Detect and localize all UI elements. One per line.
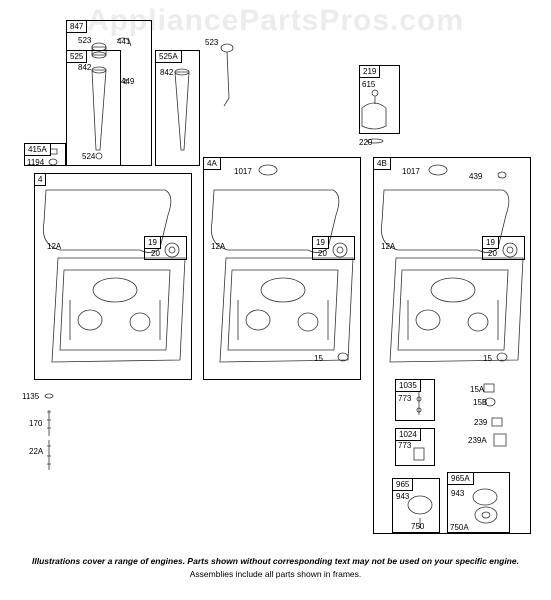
footer-disclaimer: Illustrations cover a range of engines. … bbox=[32, 556, 519, 566]
part-label: 615 bbox=[362, 80, 376, 89]
part-label: 441 bbox=[117, 37, 131, 46]
part-label: 239 bbox=[474, 418, 488, 427]
frame-label: 19 bbox=[144, 236, 161, 249]
part-label: 943 bbox=[451, 489, 465, 498]
frame-label: 1035 bbox=[395, 379, 421, 392]
part-label: 524 bbox=[82, 152, 96, 161]
part-label: 1017 bbox=[402, 167, 420, 176]
frame-525: 525 bbox=[66, 50, 121, 166]
frame-label: 4 bbox=[34, 173, 47, 186]
part-label: 20 bbox=[151, 249, 160, 258]
frame-19-b: 19 bbox=[312, 236, 355, 260]
part-label: 773 bbox=[398, 394, 412, 403]
part-label: 1194 bbox=[27, 158, 45, 167]
frame-4B: 4B bbox=[373, 157, 531, 534]
part-label: 750 bbox=[411, 522, 425, 531]
frame-label: 525A bbox=[155, 50, 182, 63]
part-label: 943 bbox=[396, 492, 410, 501]
frame-219: 219 bbox=[359, 65, 400, 134]
part-label: 15 bbox=[314, 354, 323, 363]
frame-label: 4B bbox=[373, 157, 391, 170]
frame-19-c: 19 bbox=[482, 236, 525, 260]
frame-525A: 525A bbox=[155, 50, 200, 166]
part-label: 20 bbox=[318, 249, 327, 258]
part-label: 449 bbox=[121, 77, 135, 86]
part-label: 842 bbox=[160, 68, 174, 77]
part-label: 170 bbox=[29, 419, 43, 428]
frame-19-a: 19 bbox=[144, 236, 187, 260]
frame-label: 847 bbox=[66, 20, 88, 33]
frame-965A: 965A bbox=[447, 472, 510, 533]
frame-1035: 1035 bbox=[395, 379, 435, 421]
part-label: 239A bbox=[468, 436, 487, 445]
frame-label: 19 bbox=[482, 236, 499, 249]
frame-label: 965A bbox=[447, 472, 474, 485]
frame-label: 19 bbox=[312, 236, 329, 249]
part-label: 439 bbox=[469, 172, 483, 181]
part-label: 15B bbox=[473, 398, 488, 407]
part-label: 15A bbox=[470, 385, 485, 394]
frame-4: 4 bbox=[34, 173, 192, 380]
footer-note: Assemblies include all parts shown in fr… bbox=[189, 569, 362, 579]
frame-4A: 4A bbox=[203, 157, 361, 380]
frame-label: 525 bbox=[66, 50, 88, 63]
frame-label: 4A bbox=[203, 157, 221, 170]
frame-label: 965 bbox=[392, 478, 414, 491]
part-label: 22A bbox=[29, 447, 44, 456]
frame-965: 965 bbox=[392, 478, 440, 533]
part-label: 842 bbox=[78, 63, 92, 72]
part-label: 220 bbox=[359, 138, 373, 147]
frame-1024: 1024 bbox=[395, 428, 435, 466]
part-label: 523 bbox=[78, 36, 92, 45]
frame-label: 219 bbox=[359, 65, 381, 78]
part-label: 523 bbox=[205, 38, 219, 47]
part-label: 1135 bbox=[22, 392, 40, 401]
part-label: 1017 bbox=[234, 167, 252, 176]
frame-label: 415A bbox=[24, 143, 51, 156]
part-label: 12A bbox=[211, 242, 226, 251]
part-label: 12A bbox=[381, 242, 396, 251]
part-label: 12A bbox=[47, 242, 62, 251]
frame-415A: 415A bbox=[24, 143, 66, 166]
part-label: 15 bbox=[483, 354, 492, 363]
frame-label: 1024 bbox=[395, 428, 421, 441]
part-label: 773 bbox=[398, 441, 412, 450]
part-label: 20 bbox=[488, 249, 497, 258]
part-label: 750A bbox=[450, 523, 469, 532]
